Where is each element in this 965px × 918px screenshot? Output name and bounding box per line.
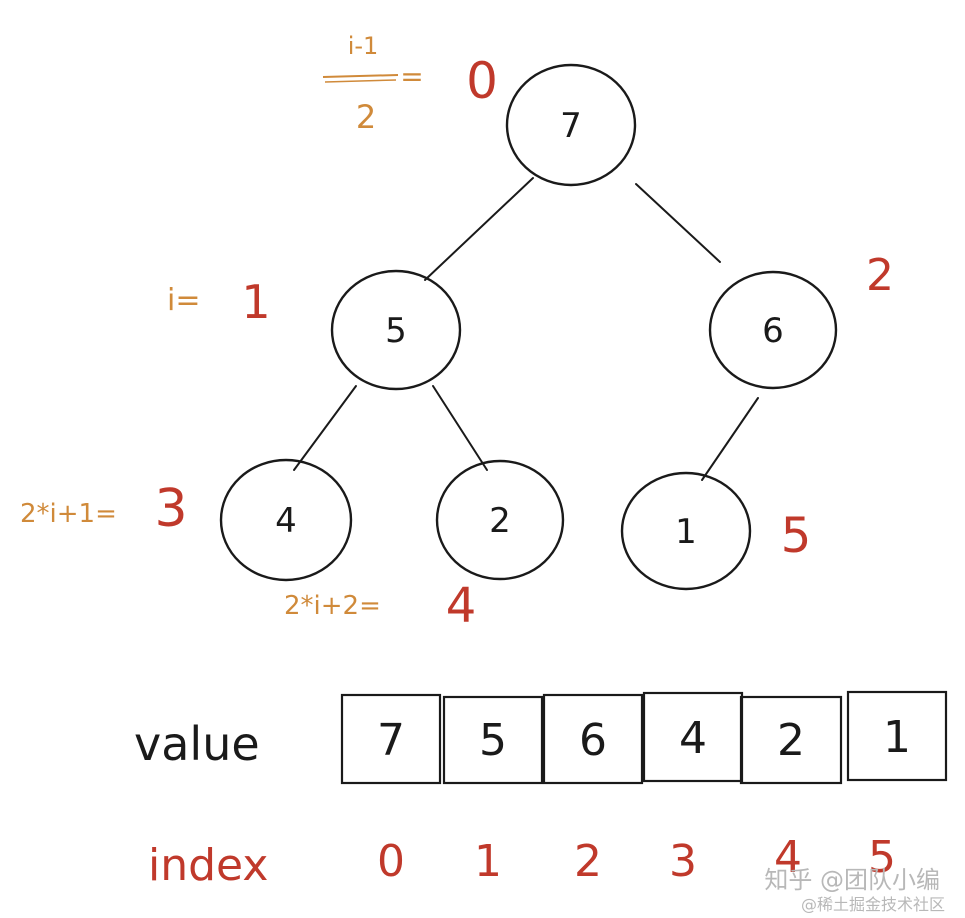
- array-value-4: 2: [777, 715, 805, 766]
- fraction-bar-2: [324, 79, 397, 83]
- tree-node-4: 2: [435, 459, 565, 581]
- tree-edges: [293, 177, 759, 481]
- left-child-formula: 2*i+1=: [20, 499, 117, 529]
- array-cell-5: 1: [846, 690, 948, 782]
- array-index-4: 4: [774, 832, 802, 883]
- array-index-3: 3: [669, 836, 697, 887]
- node-label-0: 7: [560, 106, 582, 146]
- array-cell-4: 2: [739, 695, 843, 785]
- array-cell-2: 6: [542, 693, 644, 785]
- tree-node-3: 4: [219, 458, 353, 582]
- current-value: 1: [241, 275, 270, 329]
- node-label-5: 1: [675, 512, 697, 552]
- tree-nodes: 7 5 6 4 2 1: [219, 63, 838, 591]
- edge-n2-n5: [701, 397, 759, 481]
- parent-formula-numerator: i-1: [348, 32, 379, 60]
- left-child-annotation: 2*i+1= 3: [20, 479, 188, 539]
- tree-node-2: 6: [708, 270, 838, 390]
- array-index-5: 5: [868, 832, 896, 883]
- array-cell-3: 4: [642, 691, 744, 783]
- node-label-2: 6: [762, 311, 784, 351]
- parent-formula-equals: =: [400, 60, 423, 93]
- last-leaf-annotation: 5: [781, 508, 812, 564]
- index-row-label: index: [148, 840, 268, 891]
- watermark-secondary: @稀土掘金技术社区: [801, 895, 945, 914]
- right-child-annotation: 2*i+2= 4: [284, 578, 476, 634]
- fraction-bar: [322, 74, 399, 78]
- array-index-row: index 0 1 2 3 4 5: [148, 832, 896, 891]
- current-label: i=: [167, 283, 200, 318]
- parent-formula: i-1 2 = 0: [322, 32, 498, 136]
- array-value-3: 4: [679, 713, 707, 764]
- right-child-formula: 2*i+2=: [284, 591, 381, 621]
- edge-n0-n2: [635, 183, 721, 263]
- array-value-5: 1: [883, 712, 911, 763]
- array-cell-1: 5: [442, 695, 544, 785]
- watermark-primary: 知乎 @团队小编: [764, 866, 940, 894]
- tree-node-0: 7: [505, 63, 637, 187]
- array-index-2: 2: [574, 836, 602, 887]
- current-index-annotation: i= 1: [167, 275, 271, 329]
- array-index-0: 0: [377, 836, 405, 887]
- array-value-row: value 7 5 6 4 2 1: [134, 690, 948, 785]
- parent-result: 0: [466, 52, 498, 110]
- parent-formula-denominator: 2: [356, 98, 376, 136]
- node-label-3: 4: [275, 501, 297, 541]
- right-sibling-annotation: 2: [866, 250, 894, 301]
- edge-n1-n3: [293, 385, 357, 471]
- right-sibling-index: 2: [866, 250, 894, 301]
- node-label-4: 2: [489, 501, 511, 541]
- array-cell-0: 7: [340, 693, 442, 785]
- right-child-result: 4: [446, 578, 477, 634]
- array-value-2: 6: [579, 715, 607, 766]
- left-child-result: 3: [154, 479, 187, 539]
- array-index-1: 1: [474, 836, 502, 887]
- watermark: 知乎 @团队小编 @稀土掘金技术社区: [764, 866, 945, 914]
- tree-node-5: 1: [620, 471, 752, 591]
- array-value-1: 5: [479, 715, 507, 766]
- array-value-0: 7: [377, 715, 405, 766]
- edge-n0-n1: [424, 177, 534, 281]
- tree-node-1: 5: [330, 269, 462, 391]
- last-leaf-index: 5: [781, 508, 812, 564]
- node-label-1: 5: [385, 311, 407, 351]
- value-row-label: value: [134, 717, 260, 771]
- edge-n1-n4: [432, 385, 488, 471]
